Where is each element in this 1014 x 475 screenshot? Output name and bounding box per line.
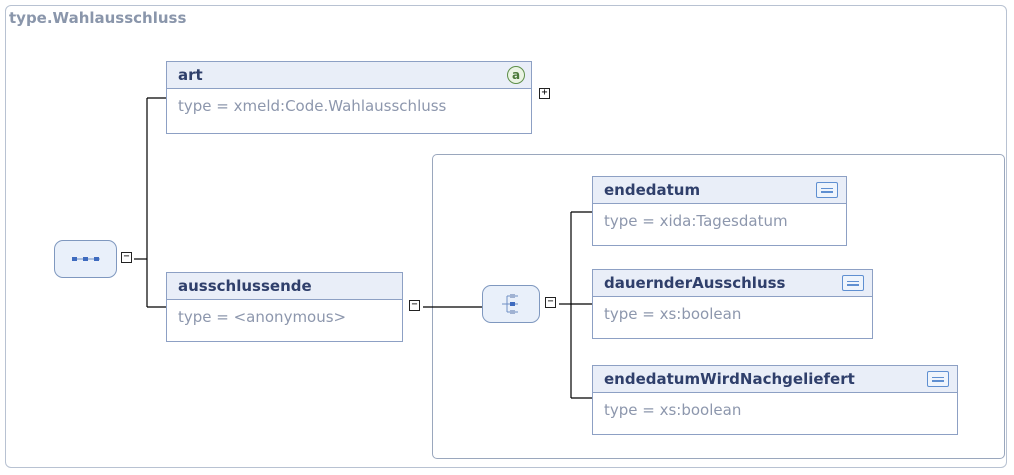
sequence-collapse-toggle[interactable]: −	[121, 252, 132, 263]
element-ausschlussende[interactable]: ausschlussende type = <anonymous>	[166, 272, 406, 345]
element-name: art	[178, 66, 203, 84]
documentation-icon[interactable]	[842, 275, 864, 291]
documentation-icon[interactable]	[927, 371, 949, 387]
frame-title: type.Wahlausschluss	[9, 9, 187, 27]
art-expand-toggle[interactable]: +	[539, 88, 550, 99]
sequence-compositor[interactable]	[54, 240, 117, 278]
element-name: ausschlussende	[178, 277, 312, 295]
element-header: endedatumWirdNachgeliefert	[593, 366, 957, 393]
ausschlussende-collapse-toggle[interactable]: −	[409, 300, 420, 311]
element-endedatumWirdNachgeliefert[interactable]: endedatumWirdNachgeliefert type = xs:boo…	[592, 365, 961, 438]
element-art[interactable]: art a type = xmeld:Code.Wahlausschluss	[166, 61, 535, 137]
documentation-icon[interactable]	[816, 182, 838, 198]
element-type: type = xmeld:Code.Wahlausschluss	[178, 96, 447, 115]
element-type: type = xida:Tagesdatum	[604, 211, 788, 230]
element-dauernderAusschluss[interactable]: dauernderAusschluss type = xs:boolean	[592, 269, 876, 342]
sequence-icon	[71, 257, 100, 261]
element-name: endedatum	[604, 181, 701, 199]
element-type: type = xs:boolean	[604, 304, 742, 323]
choice-compositor[interactable]	[482, 285, 540, 323]
element-type: type = xs:boolean	[604, 400, 742, 419]
choice-icon	[502, 294, 518, 314]
element-header: ausschlussende	[167, 273, 402, 300]
element-endedatum[interactable]: endedatum type = xida:Tagesdatum	[592, 176, 850, 249]
element-name: dauernderAusschluss	[604, 274, 786, 292]
attribute-icon[interactable]: a	[507, 66, 525, 84]
element-name: endedatumWirdNachgeliefert	[604, 370, 855, 388]
choice-collapse-toggle[interactable]: −	[545, 297, 556, 308]
element-header: dauernderAusschluss	[593, 270, 872, 297]
element-type: type = <anonymous>	[178, 307, 347, 326]
element-header: endedatum	[593, 177, 846, 204]
element-header: art a	[167, 62, 531, 89]
